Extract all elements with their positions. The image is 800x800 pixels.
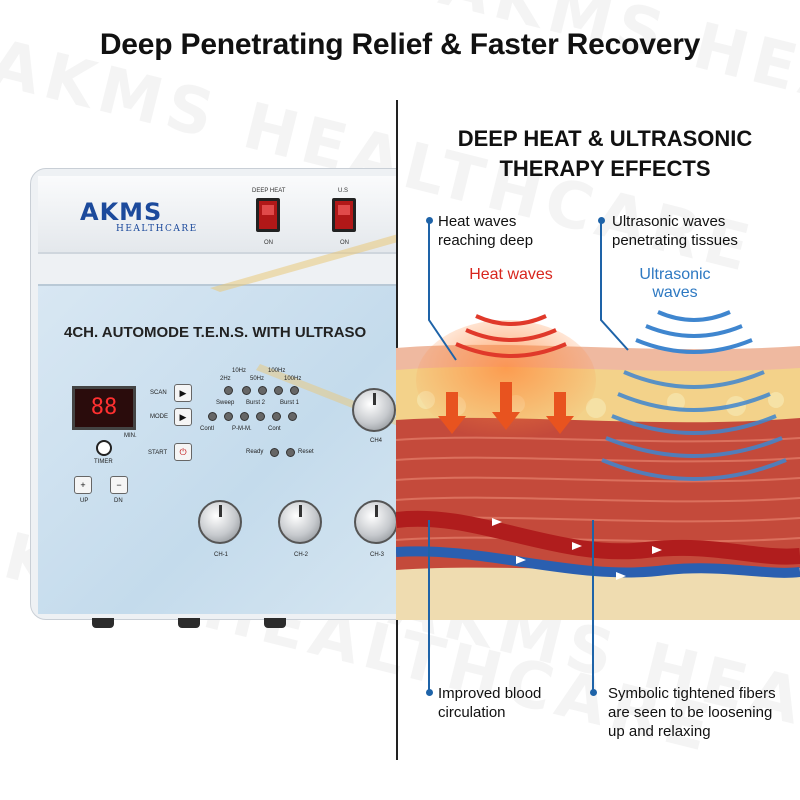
- down-label: DN: [114, 498, 123, 504]
- device-foot: [264, 618, 286, 628]
- down-button[interactable]: −: [110, 476, 128, 494]
- ch1-knob[interactable]: [198, 500, 242, 544]
- blood-callout-dot: [426, 689, 433, 696]
- mode-led: [288, 412, 297, 421]
- fibers-callout: Symbolic tightened fibers are seen to be…: [608, 685, 776, 740]
- artery: [396, 510, 800, 565]
- brand-logo: AKMS: [80, 198, 163, 226]
- ch1-label: CH-1: [214, 552, 229, 558]
- ch2-label: CH-2: [294, 552, 309, 558]
- ultrasonic-waves-label: Ultrasonic waves: [639, 266, 711, 301]
- us-switch[interactable]: [332, 198, 356, 232]
- ready-label: Ready: [246, 449, 264, 455]
- mode-option-label: P-M-M.: [232, 426, 252, 432]
- mode-option-label: Sweep: [216, 400, 235, 406]
- up-label: UP: [80, 498, 89, 504]
- freq-label: 100Hz: [284, 376, 302, 382]
- mode-label: MODE: [150, 414, 168, 420]
- mode-led: [224, 412, 233, 421]
- mode-option-label: Burst 2: [246, 400, 266, 406]
- mode-led: [272, 412, 281, 421]
- timer-display: 88: [72, 386, 136, 430]
- brand-subtitle: HEALTHCARE: [116, 224, 198, 234]
- freq-led: [224, 386, 233, 395]
- ch4-knob[interactable]: [352, 388, 396, 432]
- callout-lines: [428, 220, 629, 690]
- scan-button[interactable]: ▶: [174, 384, 192, 402]
- effects-title: DEEP HEAT & ULTRASONIC THERAPY EFFECTS: [457, 126, 753, 181]
- ch3-label: CH-3: [370, 552, 385, 558]
- freq-label: 10Hz: [232, 368, 247, 374]
- ch3-knob[interactable]: [354, 500, 398, 544]
- freq-label: 50Hz: [250, 376, 265, 382]
- panel-title: 4CH. AUTOMODE T.E.N.S. WITH ULTRASO: [64, 324, 367, 341]
- freq-label: 2Hz: [220, 376, 231, 382]
- reset-label: Reset: [298, 449, 314, 455]
- deep-heat-label: DEEP HEAT: [252, 188, 286, 194]
- ready-led: [270, 448, 279, 457]
- wave-arcs: [455, 310, 753, 358]
- ultrasonic-callout-dot: [598, 217, 605, 224]
- start-label: START: [148, 450, 168, 456]
- timer-clock-icon: [96, 440, 112, 456]
- us-on-label: ON: [340, 240, 349, 246]
- start-button[interactable]: ⏻: [174, 443, 192, 461]
- heat-callout: Heat waves reaching deep: [438, 213, 534, 249]
- bone-layer: [396, 567, 800, 620]
- device-foot: [92, 618, 114, 628]
- mode-option-label: Contl: [200, 426, 215, 432]
- mode-led: [240, 412, 249, 421]
- display-unit: MIN.: [124, 433, 137, 439]
- freq-led: [242, 386, 251, 395]
- vein: [396, 546, 800, 578]
- mode-button[interactable]: ▶: [174, 408, 192, 426]
- freq-led: [274, 386, 283, 395]
- page-title: Deep Penetrating Relief & Faster Recover…: [99, 28, 701, 61]
- heat-waves-label: Heat waves: [469, 266, 553, 283]
- tissue-illustration: [396, 320, 800, 620]
- up-button[interactable]: +: [74, 476, 92, 494]
- freq-label: 100Hz: [268, 368, 286, 374]
- ultrasonic-callout: Ultrasonic waves penetrating tissues: [612, 213, 738, 249]
- blood-callout: Improved blood circulation: [438, 685, 542, 721]
- ch4-label: CH4: [370, 438, 383, 444]
- deep-heat-switch[interactable]: [256, 198, 280, 232]
- mode-led: [256, 412, 265, 421]
- us-label: U.S: [338, 188, 349, 194]
- ch2-knob[interactable]: [278, 500, 322, 544]
- device-foot: [178, 618, 200, 628]
- mode-option-label: Cont: [268, 426, 281, 432]
- scan-label: SCAN: [150, 390, 167, 396]
- freq-led: [290, 386, 299, 395]
- timer-label: TIMER: [94, 459, 113, 465]
- tens-device: AKMS HEALTHCARE DEEP HEAT ON U.S ON 4CH.…: [30, 168, 398, 628]
- fibers-callout-dot: [590, 689, 597, 696]
- deep-heat-on-label: ON: [264, 240, 273, 246]
- freq-led: [258, 386, 267, 395]
- heat-callout-dot: [426, 217, 433, 224]
- reset-led: [286, 448, 295, 457]
- mode-option-label: Burst 1: [280, 400, 300, 406]
- mode-led: [208, 412, 217, 421]
